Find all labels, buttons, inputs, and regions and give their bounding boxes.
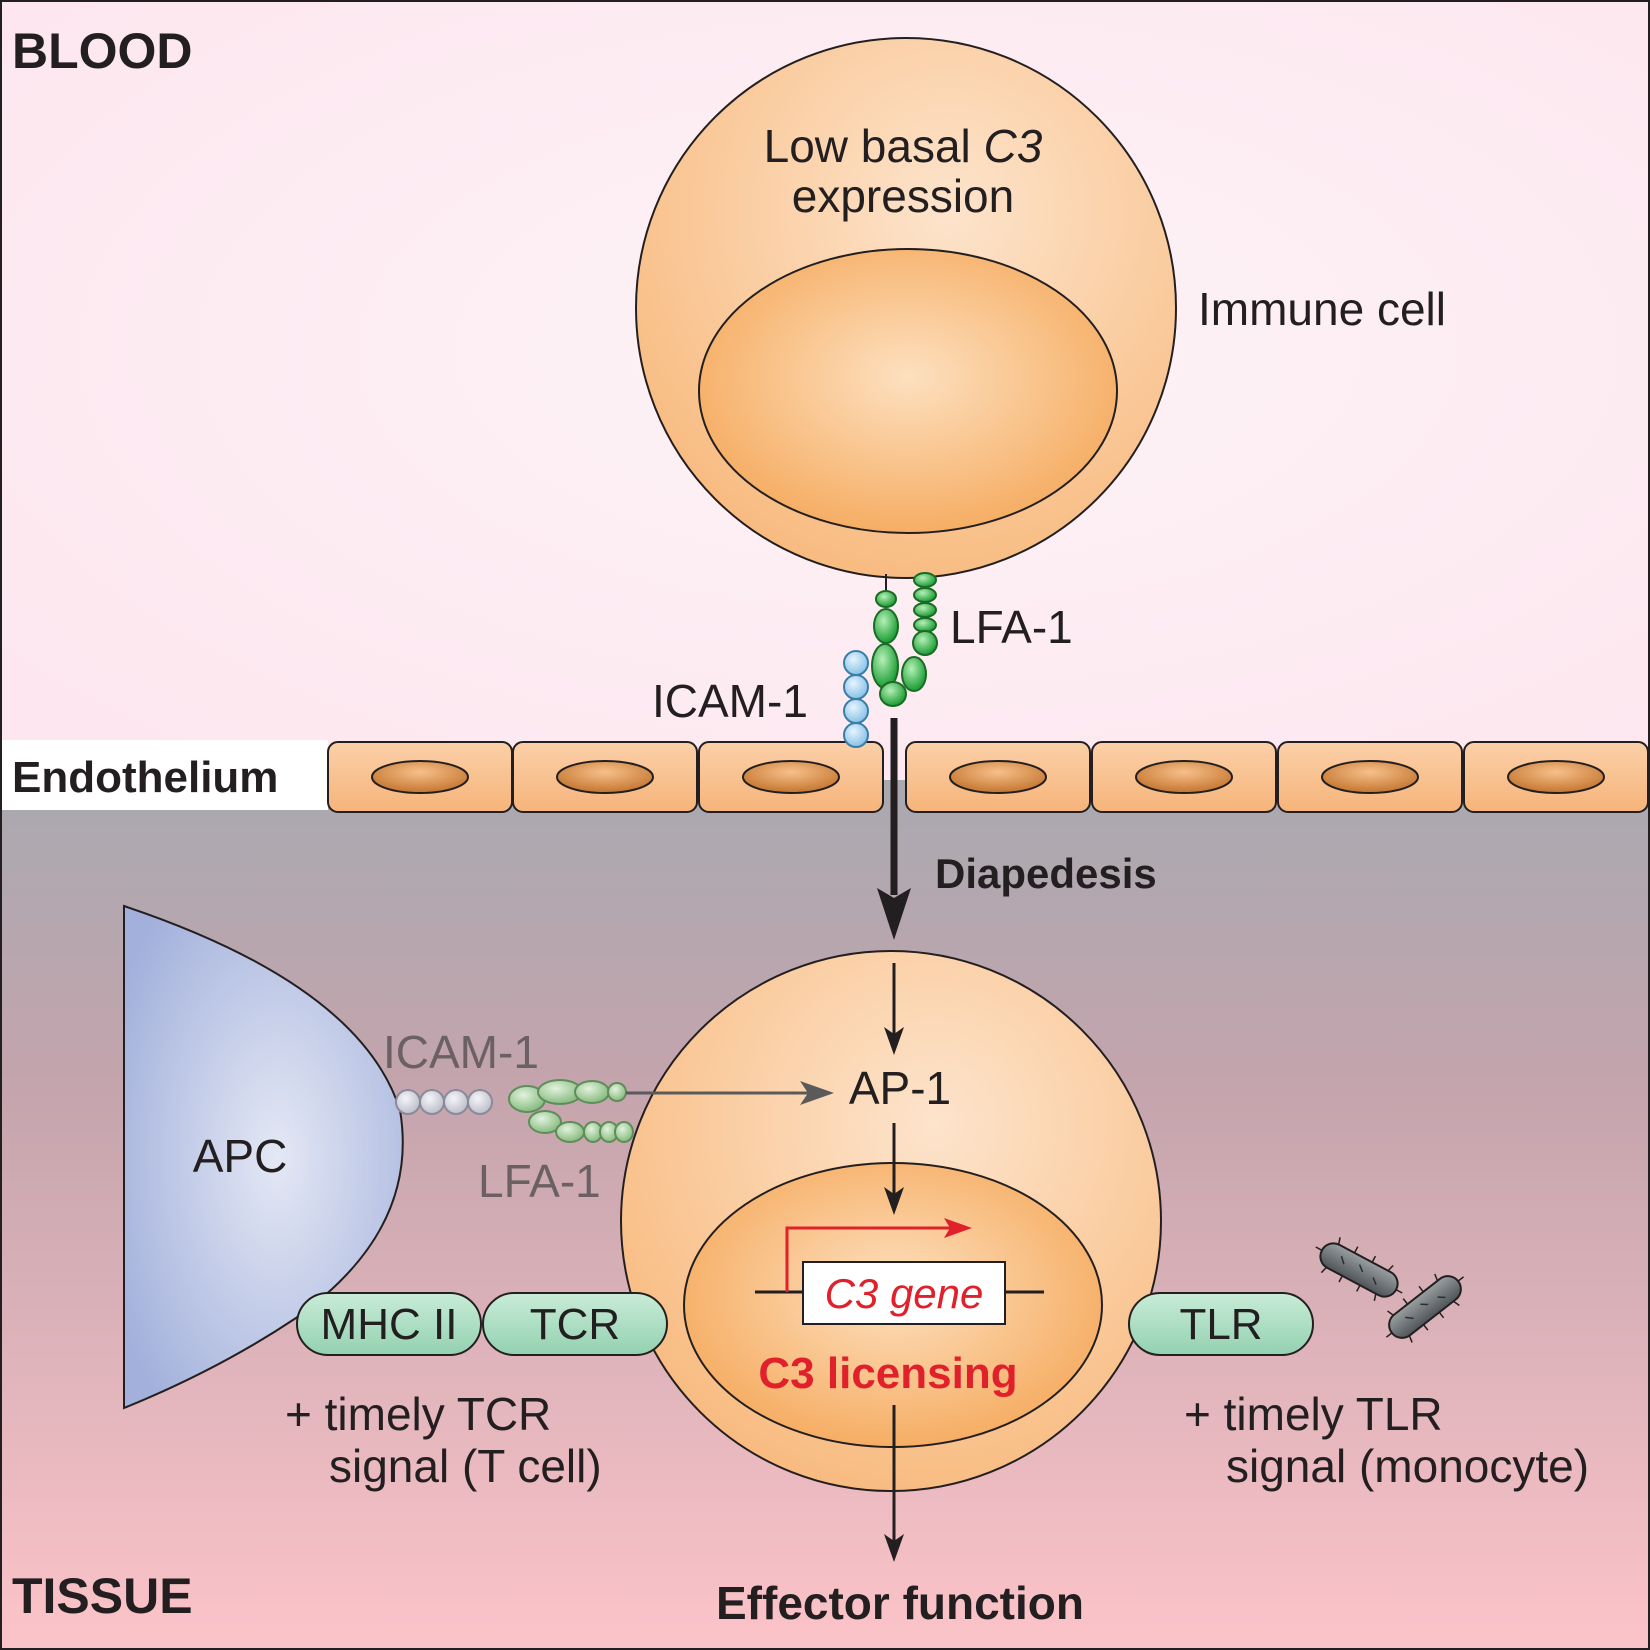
immune-cell-blood bbox=[635, 37, 1177, 579]
lfa1-bottom-molecule bbox=[508, 1079, 634, 1143]
endothelial-cell bbox=[698, 741, 884, 813]
transcription-start-icon bbox=[944, 1218, 972, 1238]
tlr-receptor bbox=[1128, 1292, 1314, 1356]
c3-gene-label: C3 gene bbox=[825, 1270, 984, 1317]
mhc2-label: MHC II bbox=[321, 1300, 458, 1349]
endothelial-cell bbox=[1463, 741, 1649, 813]
lfa1-signal-arrow bbox=[626, 1081, 834, 1105]
c3-licensing-label: C3 licensing bbox=[758, 1349, 1017, 1398]
endothelial-cell bbox=[327, 741, 513, 813]
bacterium-icon bbox=[1315, 1237, 1403, 1301]
tcr-signal-line2: signal (T cell) bbox=[329, 1440, 602, 1492]
lfa1-top-molecule bbox=[871, 572, 938, 707]
apc-label: APC bbox=[193, 1130, 288, 1182]
tlr-signal-line1: + timely TLR bbox=[1184, 1388, 1443, 1440]
tissue-label: TISSUE bbox=[12, 1568, 193, 1624]
endothelial-cell bbox=[512, 741, 698, 813]
bacterium-icon bbox=[1385, 1273, 1465, 1343]
effector-function-label: Effector function bbox=[716, 1577, 1084, 1629]
endothelial-cell bbox=[1277, 741, 1463, 813]
ap1-to-gene-arrow bbox=[884, 1123, 904, 1215]
diapedesis-label: Diapedesis bbox=[935, 850, 1157, 897]
lfa1-top-label: LFA-1 bbox=[950, 601, 1073, 653]
mhc2-receptor bbox=[296, 1292, 482, 1356]
basal-expression-line1: Low basal C3 bbox=[764, 120, 1043, 172]
basal-expression-line2: expression bbox=[792, 170, 1014, 222]
entry-to-ap1-arrow bbox=[884, 963, 904, 1055]
effector-arrow bbox=[884, 1405, 904, 1562]
tlr-label: TLR bbox=[1179, 1300, 1262, 1349]
apc-cell bbox=[123, 904, 404, 1410]
endothelial-cell bbox=[1091, 741, 1277, 813]
lfa1-bottom-label: LFA-1 bbox=[478, 1155, 601, 1207]
tcr-signal-line1: + timely TCR bbox=[285, 1388, 551, 1440]
immune-cell-label: Immune cell bbox=[1198, 283, 1446, 335]
tcr-label: TCR bbox=[530, 1300, 620, 1349]
ap1-label: AP-1 bbox=[849, 1062, 951, 1114]
diapedesis-arrow bbox=[877, 718, 911, 940]
blood-label: BLOOD bbox=[12, 23, 193, 79]
icam1-bottom-label: ICAM-1 bbox=[383, 1026, 539, 1078]
endothelial-cell bbox=[905, 741, 1091, 813]
tcr-receptor bbox=[482, 1292, 668, 1356]
c3-gene-box bbox=[802, 1261, 1006, 1325]
icam1-top-label: ICAM-1 bbox=[652, 675, 808, 727]
icam1-bottom-molecule bbox=[395, 1089, 493, 1115]
endothelium-label-band bbox=[0, 740, 328, 810]
c3-gene-diagram bbox=[755, 1218, 1044, 1325]
endothelium-label: Endothelium bbox=[12, 753, 278, 802]
tlr-signal-line2: signal (monocyte) bbox=[1226, 1440, 1589, 1492]
icam1-top-molecule bbox=[843, 650, 869, 748]
endothelium-layer bbox=[327, 741, 1649, 813]
